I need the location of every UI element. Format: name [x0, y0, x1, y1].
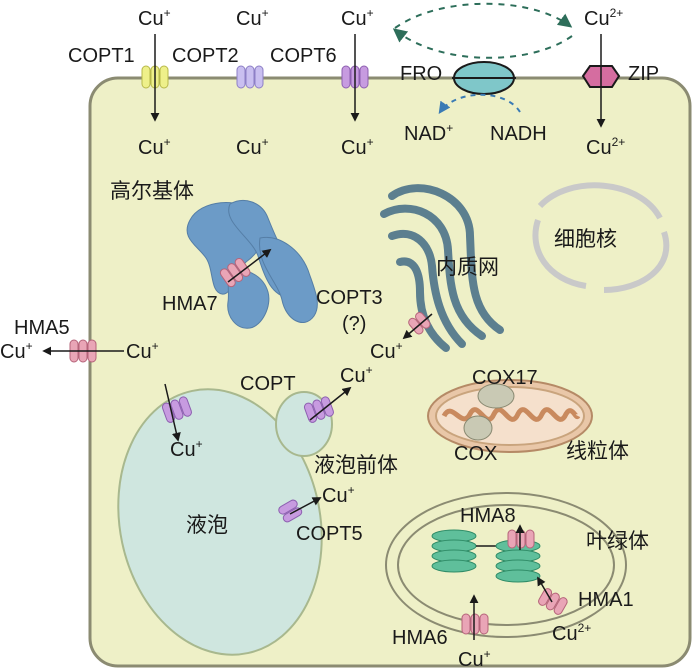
nad-label: NAD+: [404, 121, 453, 145]
hma7-label: HMA7: [162, 293, 218, 315]
cu-vacuole: Cu+: [170, 437, 203, 461]
cu-hma5-in: Cu+: [126, 339, 159, 363]
cu-int-zip: Cu2+: [586, 135, 625, 159]
zip-label: ZIP: [628, 63, 659, 85]
cu-redox-cycle-bottom: [392, 28, 573, 59]
prevacuole-label: 液泡前体: [314, 453, 398, 477]
chloroplast-label: 叶绿体: [586, 529, 649, 553]
cu-hma6: Cu+: [458, 647, 491, 671]
copt2-transporter-icon: [236, 65, 264, 89]
copt2-label: COPT2: [172, 45, 239, 67]
cu-copt5: Cu+: [322, 483, 355, 507]
vacuole-transporter-icon: [161, 396, 192, 423]
cu-hma1: Cu2+: [552, 621, 591, 645]
golgi-label: 高尔基体: [110, 179, 194, 203]
hma1-label: HMA1: [578, 589, 634, 611]
copt5-label: COPT5: [296, 523, 363, 545]
copt3-arrow: [402, 313, 433, 340]
cu-hma5-out: Cu+: [0, 339, 33, 363]
cu-er: Cu+: [370, 339, 403, 363]
vacuole-label: 液泡: [186, 513, 228, 537]
hma6-label: HMA6: [392, 627, 448, 649]
cu-ext-copt2: Cu+: [236, 6, 269, 30]
cu-ext-copt6: Cu+: [341, 6, 374, 30]
nadh-to-nad-arrow: [438, 93, 521, 114]
copt-label: COPT: [240, 373, 296, 395]
hma5-label: HMA5: [14, 317, 70, 339]
cu-ext-zip: Cu2+: [584, 6, 623, 30]
cox-label: COX: [454, 443, 497, 465]
cu-int-copt2: Cu+: [236, 135, 269, 159]
cu-copt: Cu+: [340, 363, 373, 387]
vacuole-uptake-arrow: [164, 383, 181, 442]
cox-protein: [463, 415, 493, 441]
er-label: 内质网: [436, 255, 499, 279]
hma1-arrow: [537, 576, 553, 603]
hma7-arrow: [227, 248, 272, 283]
fro-label: FRO: [400, 63, 442, 85]
cox17-protein: [477, 383, 515, 409]
copt3-label: COPT3: [316, 287, 383, 309]
copt5-transporter-icon: [278, 499, 303, 523]
copt1-label: COPT1: [68, 45, 135, 67]
hma1-transporter-icon: [538, 588, 568, 615]
hma8-transporter-icon: [507, 529, 535, 549]
copt6-label: COPT6: [270, 45, 337, 67]
chloroplast: [385, 492, 627, 638]
mitochondrion-label: 线粒体: [566, 439, 629, 463]
cu-redox-cycle-top: [394, 2, 573, 29]
copt3-question: (?): [342, 313, 366, 335]
endoplasmic-reticulum: [380, 184, 504, 352]
mitochondrion: [427, 379, 593, 453]
nucleus-label: 细胞核: [554, 227, 617, 251]
cu-int-copt1: Cu+: [138, 135, 171, 159]
granum-left: [431, 529, 477, 573]
hma7-transporter-icon: [219, 257, 251, 288]
hma8-label: HMA8: [460, 505, 516, 527]
hma6-transporter-icon: [461, 613, 489, 635]
nucleus: [532, 182, 670, 293]
cox17-label: COX17: [472, 367, 538, 389]
copt3-transporter-icon: [408, 312, 431, 335]
copt5-arrow: [289, 497, 322, 515]
nadh-label: NADH: [490, 123, 547, 145]
cu-ext-copt1: Cu+: [138, 6, 171, 30]
copt-arrow: [309, 386, 352, 421]
cu-int-copt6: Cu+: [341, 135, 374, 159]
